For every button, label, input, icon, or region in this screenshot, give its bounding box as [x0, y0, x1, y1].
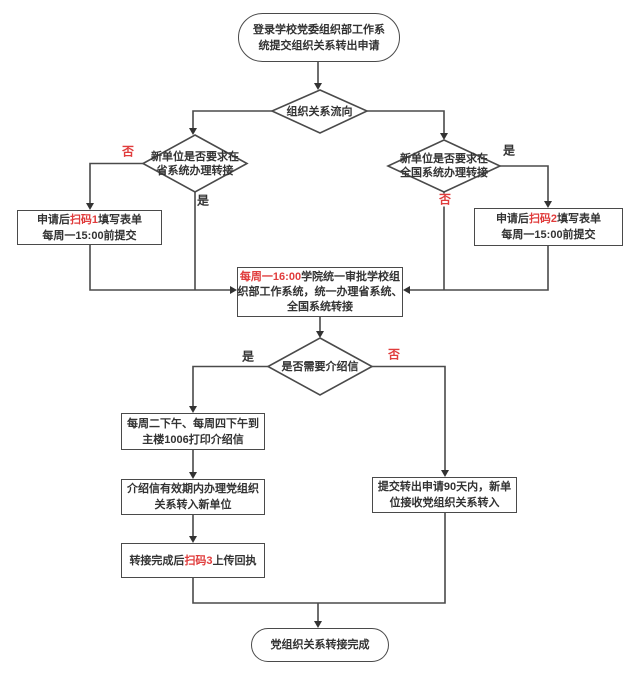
end-terminal: 党组织关系转接完成 [251, 628, 389, 662]
start-terminal: 登录学校党委组织部工作系 统提交组织关系转出申请 [238, 13, 400, 62]
review-line1: 学院统一审批学校组 [301, 270, 401, 283]
national-diamond: 新单位是否要求在 全国系统办理转接 [400, 153, 488, 179]
review-box: 每周一16:00学院统一审批学校组 织部工作系统，统一办理省系统、 全国系统转接 [237, 267, 403, 317]
upload-receipt-box: 转接完成后扫码3上传回执 [121, 543, 265, 578]
scan1-pre: 申请后 [36, 213, 70, 226]
province-diamond-shape [141, 134, 249, 193]
start-line2: 统提交组织关系转出申请 [258, 39, 380, 52]
scan1-line2: 每周一15:00前提交 [42, 229, 137, 242]
review-line3: 全国系统转接 [287, 300, 353, 313]
edge-label-no-province: 否 [120, 144, 136, 159]
arrowheads [86, 83, 552, 628]
scan2-pre: 申请后 [495, 213, 529, 225]
edge-label-no-letter: 否 [386, 347, 402, 362]
scan2-red: 扫码2 [528, 213, 558, 225]
review-red: 每周一16:00 [239, 270, 302, 283]
scan2-line2: 每周一15:00前提交 [501, 229, 596, 241]
scan1-box: 申请后扫码1填写表单 每周一15:00前提交 [17, 210, 162, 245]
province-diamond: 新单位是否要求在 省系统办理转接 [151, 150, 239, 177]
print-letter-box: 每周二下午、每周四下午到 主楼1006打印介绍信 [121, 413, 265, 450]
upload-post: 上传回执 [212, 554, 257, 567]
receive-90days-box: 提交转出申请90天内，新单 位接收党组织关系转入 [372, 477, 517, 513]
edge-label-yes-letter: 是 [240, 349, 256, 364]
start-line1: 登录学校党委组织部工作系 [253, 23, 385, 36]
upload-pre: 转接完成后 [129, 554, 185, 567]
letter-diamond-shape [266, 337, 374, 396]
flow-direction-diamond: 组织关系流向 [286, 105, 353, 118]
flow-direction-diamond-shape [270, 89, 369, 134]
scan1-post: 填写表单 [98, 213, 143, 226]
validity-box: 介绍信有效期内办理党组织 关系转入新单位 [121, 479, 265, 515]
letter-diamond: 是否需要介绍信 [281, 360, 359, 373]
national-diamond-shape [386, 139, 502, 193]
scan2-post: 填写表单 [557, 213, 602, 225]
edge-label-yes-province: 是 [195, 193, 211, 208]
scan1-red: 扫码1 [69, 213, 99, 226]
review-line2: 织部工作系统，统一办理省系统、 [237, 285, 403, 298]
scan2-box: 申请后扫码2填写表单 每周一15:00前提交 [474, 208, 623, 246]
upload-red: 扫码3 [184, 554, 213, 567]
edge-label-no-national: 否 [437, 192, 453, 207]
edge-label-yes-national: 是 [501, 143, 517, 158]
